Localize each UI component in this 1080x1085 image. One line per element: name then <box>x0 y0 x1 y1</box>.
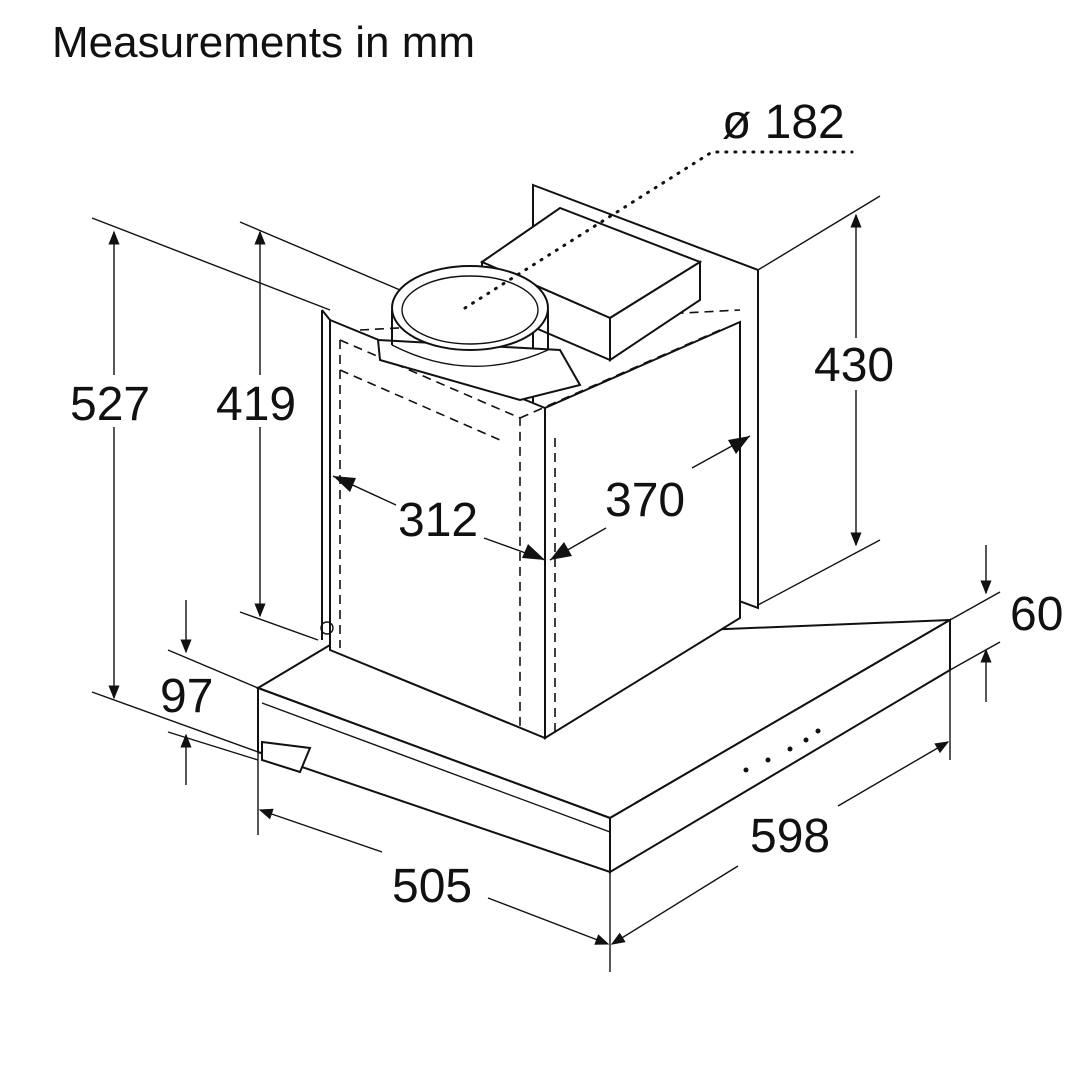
width-label: 598 <box>750 810 830 863</box>
duct-diameter-label: ø 182 <box>722 96 845 149</box>
chimney-depth-label: 370 <box>605 474 685 527</box>
total-height-label: 527 <box>70 378 150 431</box>
front-lip <box>261 740 312 774</box>
chimney-height-dimension: 419 <box>214 221 401 641</box>
chimney <box>320 309 741 740</box>
front-lip-label: 97 <box>160 670 213 723</box>
canopy-thickness-dimension: 60 <box>949 545 1063 702</box>
upper-height-label: 430 <box>814 339 894 392</box>
width-dimension: 598 <box>610 670 951 945</box>
depth-label: 505 <box>392 860 472 913</box>
total-height-dimension: 527 <box>68 217 331 753</box>
exhaust-spigot <box>376 265 582 402</box>
control-buttons <box>743 728 821 773</box>
depth-dimension: 505 <box>257 752 611 972</box>
chimney-width-dimension: 312 <box>332 475 546 561</box>
front-lip-dimension: 97 <box>160 600 259 785</box>
diagram-title: Measurements in mm <box>52 18 476 67</box>
chimney-height-label: 419 <box>216 378 296 431</box>
upper-height-dimension: 430 <box>757 195 902 606</box>
chimney-depth-dimension: 370 <box>549 435 751 561</box>
canopy-thickness-label: 60 <box>1010 588 1063 641</box>
chimney-width-label: 312 <box>398 494 478 547</box>
